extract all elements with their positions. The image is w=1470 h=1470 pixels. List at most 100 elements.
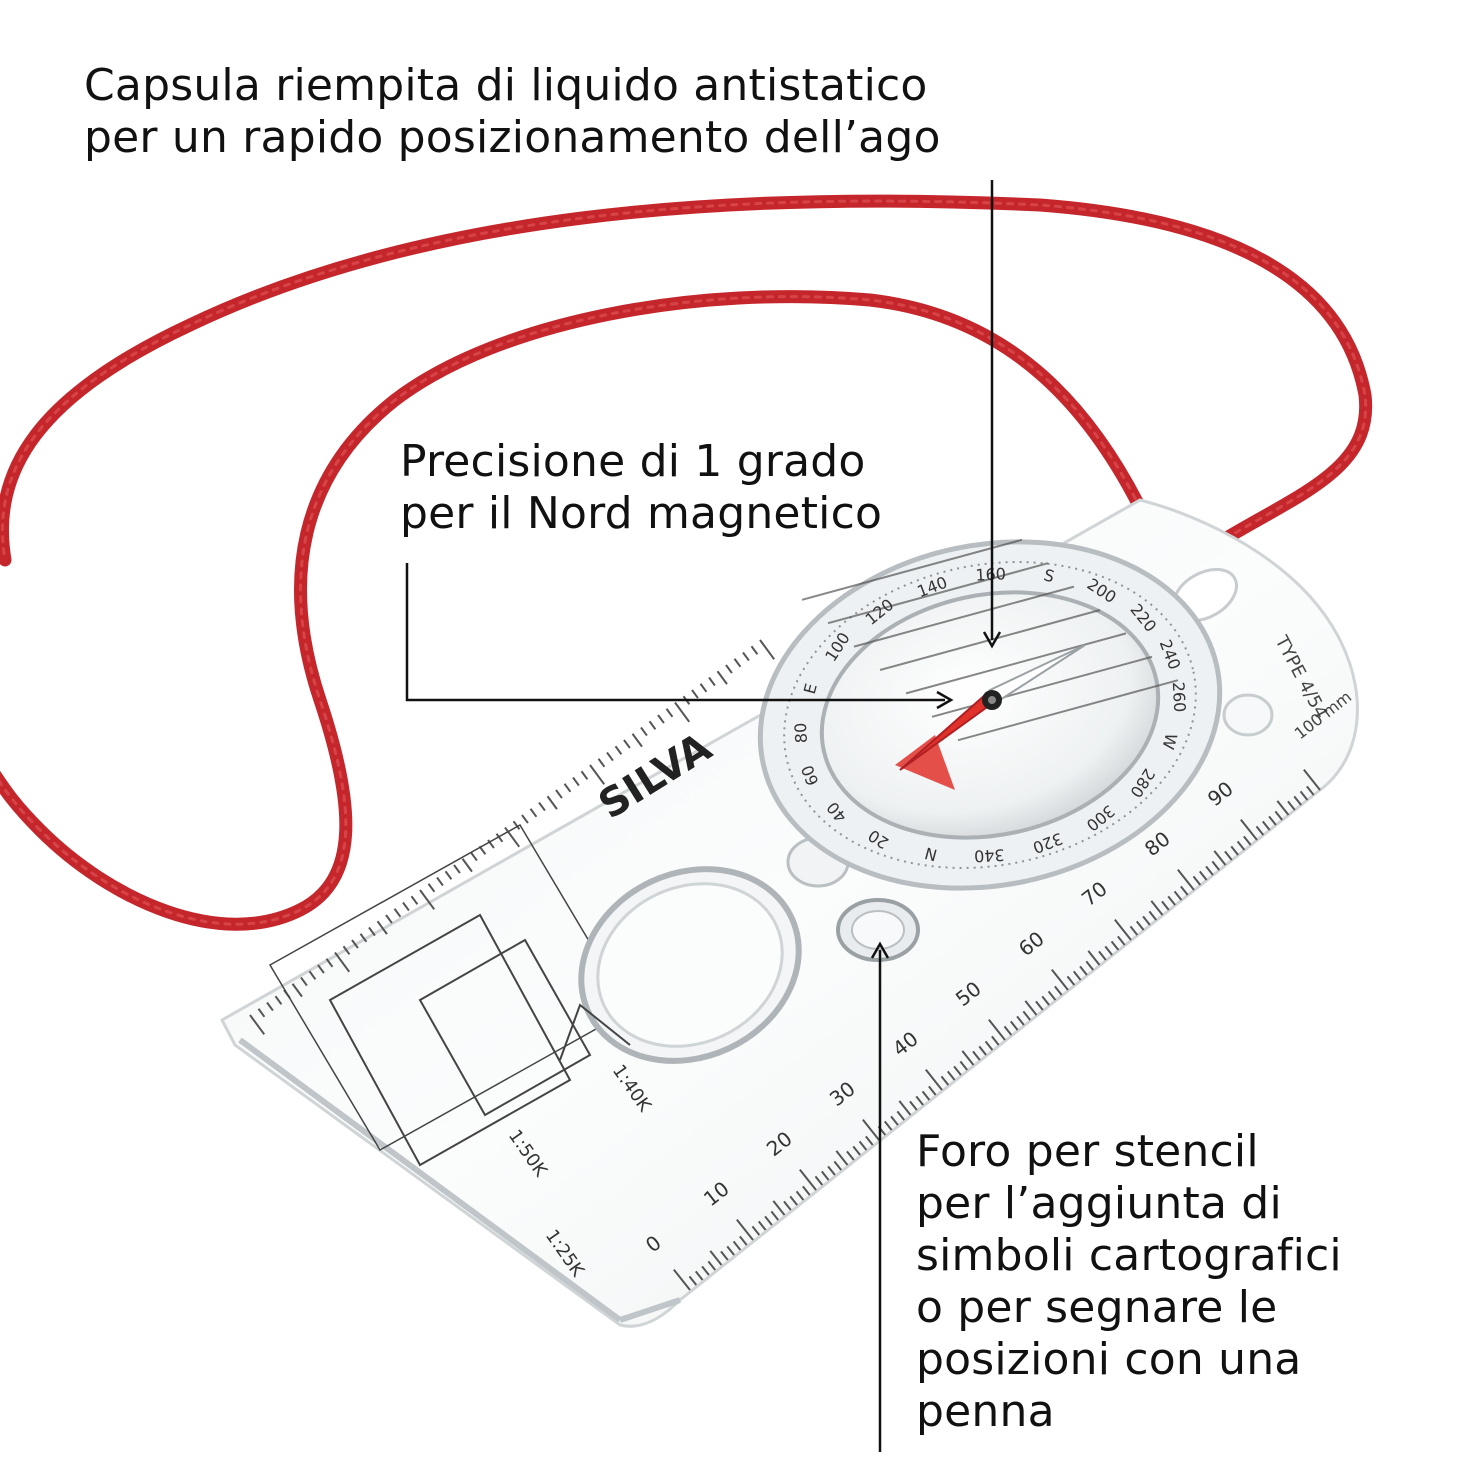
mm-tick: [940, 1075, 950, 1086]
orienting-line: [827, 562, 1049, 625]
mm-tick: [1054, 985, 1063, 996]
orienting-line: [905, 632, 1127, 695]
mm-tick: [896, 1110, 905, 1121]
left-ruler-tick: [665, 708, 674, 718]
mm-tick: [1243, 835, 1252, 846]
mm-tick: [835, 1150, 849, 1166]
left-ruler-tick: [538, 801, 546, 812]
mm-tick: [978, 1045, 987, 1056]
left-ruler-tick: [453, 864, 461, 874]
mm-tick: [1148, 910, 1157, 921]
left-ruler-tick: [555, 789, 563, 799]
mm-tick: [1261, 820, 1271, 831]
orienting-line: [801, 538, 1023, 601]
left-ruler-tick: [487, 839, 495, 849]
left-ruler-tick: [648, 720, 657, 730]
left-ruler-tick: [725, 664, 733, 674]
left-ruler-tick: [325, 958, 334, 968]
left-ruler-tick: [291, 983, 303, 998]
mm-tick: [1047, 990, 1057, 1001]
left-ruler-tick: [410, 895, 419, 905]
mm-tick: [890, 1115, 899, 1126]
mm-tick: [1299, 790, 1309, 801]
mm-tick: [720, 1250, 729, 1261]
callout-stencil-line-5: posizioni con una: [916, 1334, 1302, 1385]
mm-tick: [1087, 950, 1101, 966]
leader-capsule-arrowhead: [982, 631, 1002, 649]
mm-tick: [1211, 860, 1220, 871]
callout-stencil-line-4: o per segnare le: [916, 1282, 1278, 1333]
callout-capsule-line-1: Capsula riempita di liquido antistatico: [84, 60, 928, 111]
mm-tick: [1224, 850, 1233, 861]
mm-tick: [757, 1220, 767, 1231]
left-ruler-tick: [461, 858, 473, 873]
mm-tick: [959, 1060, 968, 1071]
mm-tick: [1198, 870, 1208, 881]
left-ruler-tick: [419, 889, 436, 910]
mm-tick: [1009, 1020, 1019, 1031]
mm-tick: [1117, 935, 1126, 946]
left-ruler-tick: [257, 1008, 266, 1018]
mm-tick: [1035, 1000, 1044, 1011]
mm-tick: [732, 1240, 742, 1251]
callout-precision-line-1: Precisione di 1 grado: [400, 436, 866, 487]
mm-tick: [1303, 769, 1321, 791]
mm-tick: [827, 1165, 836, 1176]
mm-tick: [802, 1185, 811, 1196]
mm-tick: [1240, 819, 1258, 841]
leader-precision-arrowhead: [936, 690, 954, 710]
left-ruler-tick: [402, 901, 410, 912]
mm-tick: [1041, 995, 1050, 1006]
mm-tick: [925, 1069, 943, 1091]
orienting-line: [853, 585, 1075, 648]
bezel-label: 80: [791, 722, 811, 743]
left-ruler-tick: [521, 814, 529, 824]
bezel-label: N: [923, 843, 939, 864]
callout-stencil-line-6: penna: [916, 1386, 1055, 1437]
mm-tick: [1180, 885, 1189, 896]
mm-tick: [783, 1200, 792, 1211]
mm-tick: [739, 1235, 748, 1246]
mm-tick: [795, 1190, 805, 1201]
orienting-line: [931, 655, 1153, 718]
mm-tick: [852, 1145, 861, 1156]
mm-tick: [1135, 920, 1145, 931]
mm-tick: [972, 1050, 981, 1061]
mm-tick: [909, 1100, 918, 1111]
left-ruler-tick: [368, 926, 376, 937]
mm-tick: [772, 1200, 786, 1216]
mm-tick: [694, 1270, 704, 1281]
mm-tick: [1167, 895, 1176, 906]
mm-tick: [1205, 865, 1214, 876]
left-ruler-tick: [300, 976, 308, 987]
leader-stencil-arrowhead: [870, 941, 890, 959]
mm-tick: [1072, 970, 1082, 981]
magnifier-lens: [578, 866, 802, 1064]
mm-tick: [726, 1245, 735, 1256]
mm-tick: [961, 1050, 975, 1066]
mm-tick: [820, 1170, 830, 1181]
mm-tick: [1110, 940, 1120, 951]
left-ruler-tick: [631, 733, 643, 748]
mm-tick: [846, 1150, 855, 1161]
bezel-label: E: [800, 681, 821, 696]
left-ruler-tick: [359, 933, 368, 943]
mm-tick: [1276, 800, 1290, 816]
left-ruler-tick: [529, 808, 538, 818]
left-ruler-tick: [376, 920, 388, 935]
left-ruler-tick: [266, 1001, 274, 1012]
left-ruler-tick: [708, 676, 716, 687]
callout-capsule-line-2: per un rapido posizionamento dell’ago: [84, 112, 941, 163]
mm-tick: [915, 1095, 924, 1106]
left-ruler-tick: [504, 826, 521, 848]
left-ruler-tick: [317, 964, 325, 974]
mm-tick: [1142, 915, 1151, 926]
mm-tick: [1213, 850, 1227, 866]
left-ruler-tick: [572, 776, 580, 787]
mm-tick: [688, 1275, 698, 1286]
bezel-label: 340: [974, 845, 1005, 866]
mm-tick: [1161, 900, 1170, 911]
left-ruler-tick: [470, 851, 478, 862]
left-ruler-tick: [427, 883, 436, 893]
callout-capsule: Capsula riempita di liquido antistatico …: [84, 60, 941, 164]
